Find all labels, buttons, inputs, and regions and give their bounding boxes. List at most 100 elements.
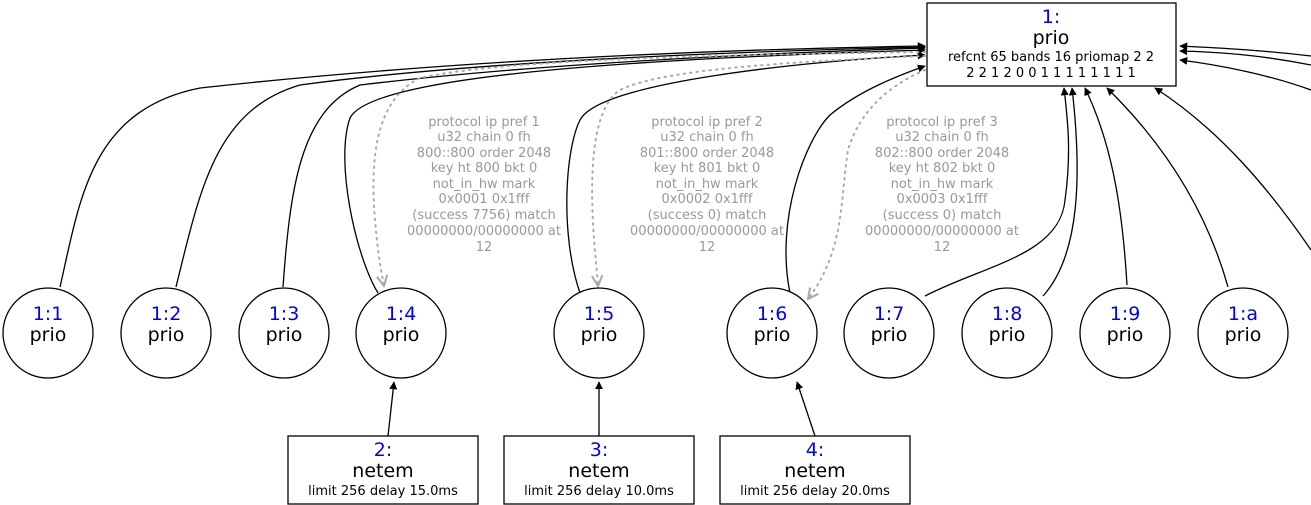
band-node-id: 1:a xyxy=(1228,303,1258,325)
filter-label-line: 00000000/00000000 at xyxy=(865,224,1019,239)
edge-offscreen-4 xyxy=(1179,42,1311,57)
band-node-kind: prio xyxy=(1107,324,1144,346)
edge-band-1-9 xyxy=(1084,87,1128,286)
netem-node-kind: netem xyxy=(352,460,413,482)
root-qdisc-detail: 2 2 1 2 0 0 1 1 1 1 1 1 1 1 xyxy=(966,66,1136,81)
band-node-1-3[interactable]: 1:3 prio xyxy=(238,287,330,379)
filter-label-line: not_in_hw mark xyxy=(891,177,994,192)
edge-band-1-2 xyxy=(175,43,926,288)
filter-edge-2 xyxy=(592,55,926,286)
filter-label-line: u32 chain 0 fh xyxy=(660,130,753,145)
band-node-1-1[interactable]: 1:1 prio xyxy=(2,287,94,379)
band-node-id: 1:9 xyxy=(1110,303,1141,325)
netem-node-detail: limit 256 delay 10.0ms xyxy=(524,484,674,499)
edge-band-1-a xyxy=(1106,87,1229,288)
filter-label-line: (success 7756) match xyxy=(412,208,555,223)
netem-to-band-edges xyxy=(387,381,816,437)
filter-label-line: 0x0003 0x1fff xyxy=(897,192,988,207)
root-qdisc-detail: refcnt 65 bands 16 priomap 2 2 xyxy=(948,50,1154,65)
netem-node-detail: limit 256 delay 15.0ms xyxy=(308,484,458,499)
filter-label-line: key ht 802 bkt 0 xyxy=(889,161,996,176)
filter-label-line: not_in_hw mark xyxy=(433,177,536,192)
band-node-kind: prio xyxy=(383,324,420,346)
band-node-1-4[interactable]: 1:4 prio xyxy=(355,287,447,379)
band-node-kind: prio xyxy=(266,324,303,346)
filter-label-line: 801::800 order 2048 xyxy=(640,146,774,161)
netem-node-3[interactable]: 3: netem limit 256 delay 10.0ms xyxy=(503,435,695,505)
edge-band-1-4 xyxy=(344,46,926,294)
netem-node-4[interactable]: 4: netem limit 256 delay 20.0ms xyxy=(719,435,911,505)
netem-node-box xyxy=(719,435,911,505)
edge-netem-4 xyxy=(795,381,816,437)
netem-node-2[interactable]: 2: netem limit 256 delay 15.0ms xyxy=(287,435,479,505)
filter-label-line: key ht 801 bkt 0 xyxy=(654,161,761,176)
netem-node-detail: limit 256 delay 20.0ms xyxy=(740,484,890,499)
filter-edges xyxy=(372,51,926,299)
filter-label-line: 00000000/00000000 at xyxy=(630,224,784,239)
root-qdisc-box xyxy=(926,2,1177,87)
filter-label-line: 0x0001 0x1fff xyxy=(439,192,530,207)
band-to-root-edges xyxy=(59,42,1311,297)
band-node-circle xyxy=(843,287,935,379)
band-node-kind: prio xyxy=(989,324,1026,346)
root-qdisc-kind: prio xyxy=(1033,27,1070,49)
filter-label-line: u32 chain 0 fh xyxy=(437,130,530,145)
filter-label-line: u32 chain 0 fh xyxy=(895,130,988,145)
netem-node-box xyxy=(287,435,479,505)
edge-band-1-1 xyxy=(59,42,926,288)
band-node-kind: prio xyxy=(581,324,618,346)
filter-label-line: 802::800 order 2048 xyxy=(875,146,1009,161)
band-node-kind: prio xyxy=(754,324,791,346)
filter-label-line: not_in_hw mark xyxy=(656,177,759,192)
band-node-circle xyxy=(120,287,212,379)
edge-offscreen-2 xyxy=(1179,56,1311,91)
band-node-id: 1:2 xyxy=(151,303,182,325)
band-node-kind: prio xyxy=(148,324,185,346)
filter-label-3: protocol ip pref 3 u32 chain 0 fh 802::8… xyxy=(865,115,1019,255)
band-node-id: 1:8 xyxy=(992,303,1023,325)
band-node-circle xyxy=(355,287,447,379)
netem-node-id: 3: xyxy=(590,439,609,461)
edge-netem-2 xyxy=(387,381,398,437)
band-node-kind: prio xyxy=(30,324,67,346)
band-node-1-5[interactable]: 1:5 prio xyxy=(553,287,645,379)
band-node-1-7[interactable]: 1:7 prio xyxy=(843,287,935,379)
band-node-1-9[interactable]: 1:9 prio xyxy=(1079,287,1171,379)
band-node-id: 1:6 xyxy=(757,303,788,325)
filter-edge-1 xyxy=(372,51,926,286)
band-node-1-6[interactable]: 1:6 prio xyxy=(726,287,818,379)
netem-node-box xyxy=(503,435,695,505)
band-node-id: 1:1 xyxy=(33,303,64,325)
filter-label-2: protocol ip pref 2 u32 chain 0 fh 801::8… xyxy=(630,115,784,255)
filter-label-line: 12 xyxy=(934,240,951,255)
band-node-circle xyxy=(238,287,330,379)
filter-label-line: protocol ip pref 1 xyxy=(428,115,539,130)
band-node-circle xyxy=(553,287,645,379)
filter-label-line: key ht 800 bkt 0 xyxy=(431,161,538,176)
band-node-circle xyxy=(726,287,818,379)
band-node-circle xyxy=(1197,287,1289,379)
band-node-id: 1:4 xyxy=(386,303,417,325)
filter-label-1: protocol ip pref 1 u32 chain 0 fh 800::8… xyxy=(407,115,561,255)
filter-label-line: protocol ip pref 2 xyxy=(651,115,762,130)
netem-node-kind: netem xyxy=(568,460,629,482)
netem-node-id: 4: xyxy=(806,439,825,461)
edge-band-1-3 xyxy=(282,44,926,288)
netem-node-kind: netem xyxy=(784,460,845,482)
filter-label-line: 12 xyxy=(699,240,716,255)
band-node-1-a[interactable]: 1:a prio xyxy=(1197,287,1289,379)
band-node-circle xyxy=(2,287,94,379)
root-qdisc-node[interactable]: 1: prio refcnt 65 bands 16 priomap 2 2 2… xyxy=(926,2,1177,87)
filter-label-line: 12 xyxy=(476,240,493,255)
filter-label-line: 800::800 order 2048 xyxy=(417,146,551,161)
filter-label-line: protocol ip pref 3 xyxy=(886,115,997,130)
band-node-id: 1:3 xyxy=(269,303,300,325)
band-node-circle xyxy=(961,287,1053,379)
band-node-1-2[interactable]: 1:2 prio xyxy=(120,287,212,379)
edge-band-1-7 xyxy=(924,87,1070,297)
band-node-circle xyxy=(1079,287,1171,379)
filter-label-line: 0x0002 0x1fff xyxy=(662,192,753,207)
band-node-1-8[interactable]: 1:8 prio xyxy=(961,287,1053,379)
edge-offscreen-1 xyxy=(1154,87,1311,251)
